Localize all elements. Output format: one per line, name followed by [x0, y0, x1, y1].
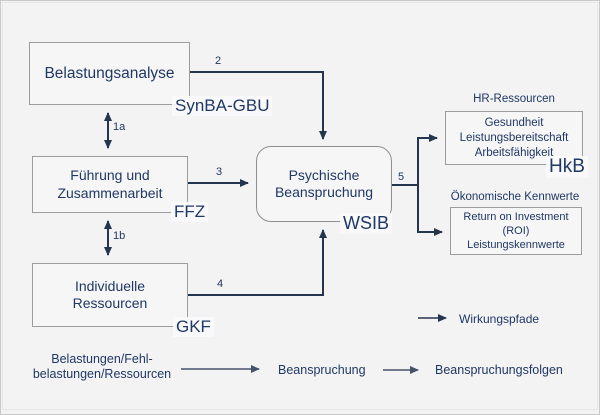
path-label-1b: 1b [113, 230, 126, 242]
arrow-path-5-top [392, 134, 438, 186]
legend-wirkungspfade-label: Wirkungspfade [459, 312, 540, 326]
box-fuehrung-line1: Führung und [70, 167, 150, 183]
box-hr-line1: Gesundheit [484, 116, 544, 129]
flow-step-beanspruchungsfolgen: Beanspruchungsfolgen [435, 363, 563, 377]
path-label-5: 5 [398, 171, 405, 183]
box-fuehrung-line2: Zusammenarbeit [57, 184, 163, 201]
flow-step1-line2: belastungen/Ressourcen [32, 367, 172, 381]
box-psychisch-line2: Beanspruchung [274, 184, 374, 200]
path-label-1a: 1a [113, 121, 126, 133]
box-oeko-line3: Leistungskennwerte [467, 239, 565, 251]
box-psychische-beanspruchung: Psychische Beanspruchung [256, 146, 392, 222]
flow-step-belastungen: Belastungen/Fehl- belastungen/Ressourcen [22, 352, 182, 382]
arrow-path-2 [190, 71, 327, 140]
tag-wsib: WSIB [340, 213, 393, 234]
box-oeko-line1: Return on Investment [463, 211, 569, 223]
flow-step-beanspruchung: Beanspruchung [278, 363, 366, 377]
path-label-2: 2 [215, 55, 222, 67]
box-individuell-line2: Ressourcen [72, 295, 148, 311]
arrow-path-4 [188, 229, 327, 296]
box-hr-line2: Leistungsbereitschaft [459, 131, 569, 144]
heading-hr-ressourcen: HR-Ressourcen [473, 93, 555, 105]
path-label-4: 4 [217, 278, 224, 290]
tag-synba-gbu: SynBA-GBU [172, 96, 273, 116]
flow-step1-line1: Belastungen/Fehl- [51, 352, 153, 366]
heading-oekonomische-kennwerte: Ökonomische Kennwerte [450, 191, 580, 203]
box-oekonomische-kennwerte: Return on Investment (ROI) Leistungskenn… [450, 207, 582, 255]
arrow-path-5-bottom [417, 185, 443, 236]
box-fuehrung-zusammenarbeit: Führung und Zusammenarbeit [32, 156, 188, 213]
path-label-3: 3 [216, 166, 223, 178]
box-hr-line3: Arbeitsfähigkeit [474, 146, 554, 159]
box-individuell-line1: Individuelle [74, 277, 146, 294]
box-psychisch-line1: Psychische [288, 166, 360, 183]
tag-gkf: GKF [173, 317, 214, 337]
box-oeko-line2: (ROI) [502, 225, 530, 237]
box-individuelle-ressourcen: Individuelle Ressourcen [32, 263, 188, 327]
box-belastungsanalyse: Belastungsanalyse [29, 42, 190, 105]
box-belastungsanalyse-label: Belastungsanalyse [44, 64, 175, 82]
tag-hkb: HkB [546, 156, 588, 178]
tag-ffz: FFZ [171, 202, 209, 222]
